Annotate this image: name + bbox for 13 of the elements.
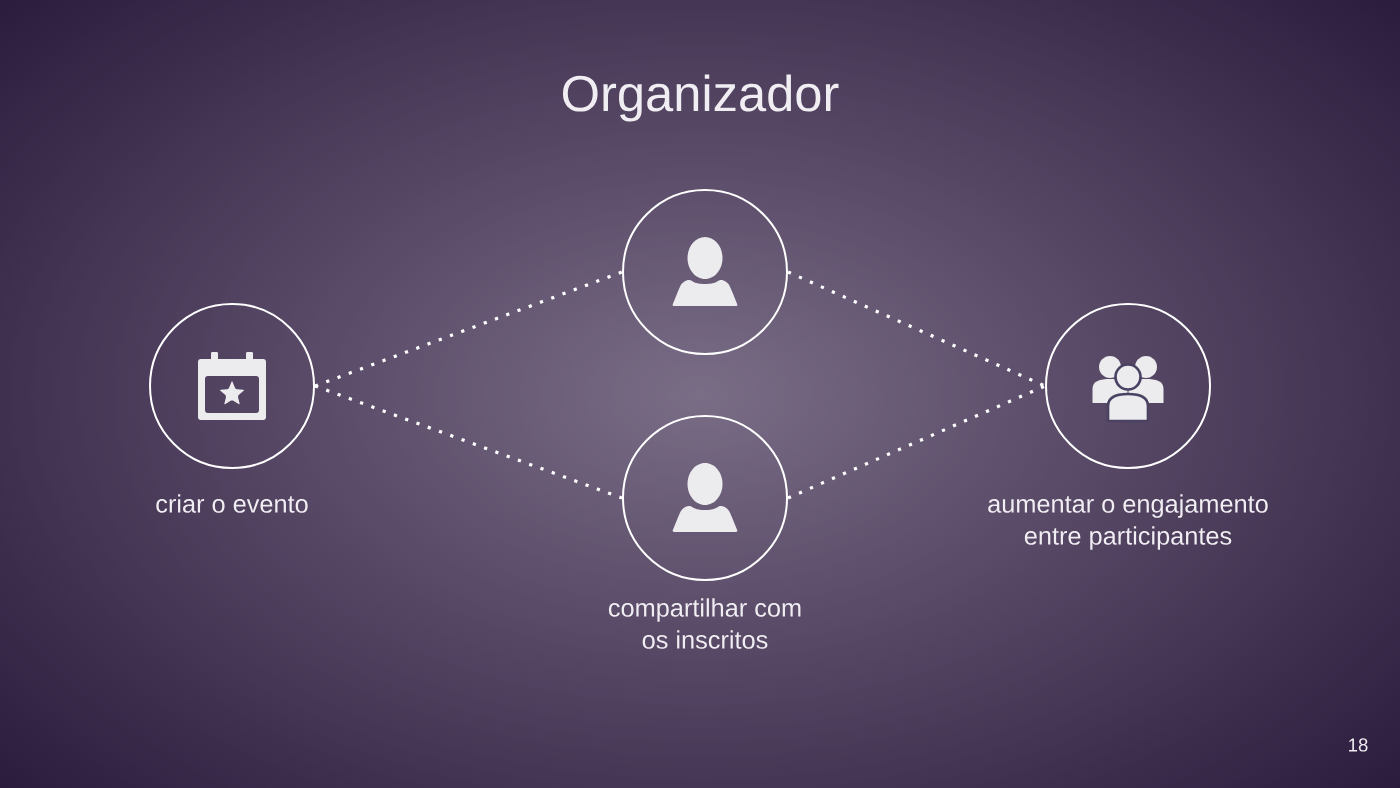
circle (149, 303, 315, 469)
title: Organizador (563, 74, 839, 122)
dotted-connector (314, 270, 623, 388)
dotted-connector (787, 384, 1046, 500)
dotted-connector (314, 384, 623, 500)
dotted-connector (787, 270, 1046, 388)
circle (622, 189, 788, 355)
node-caption: compartilhar com os inscritos (608, 598, 801, 649)
node-caption: aumentar o engajamento entre participantes (988, 494, 1268, 550)
page-number: 18 (1349, 738, 1368, 752)
circle (622, 415, 788, 581)
circle (1045, 303, 1211, 469)
node-caption: criar o evento (156, 494, 308, 513)
